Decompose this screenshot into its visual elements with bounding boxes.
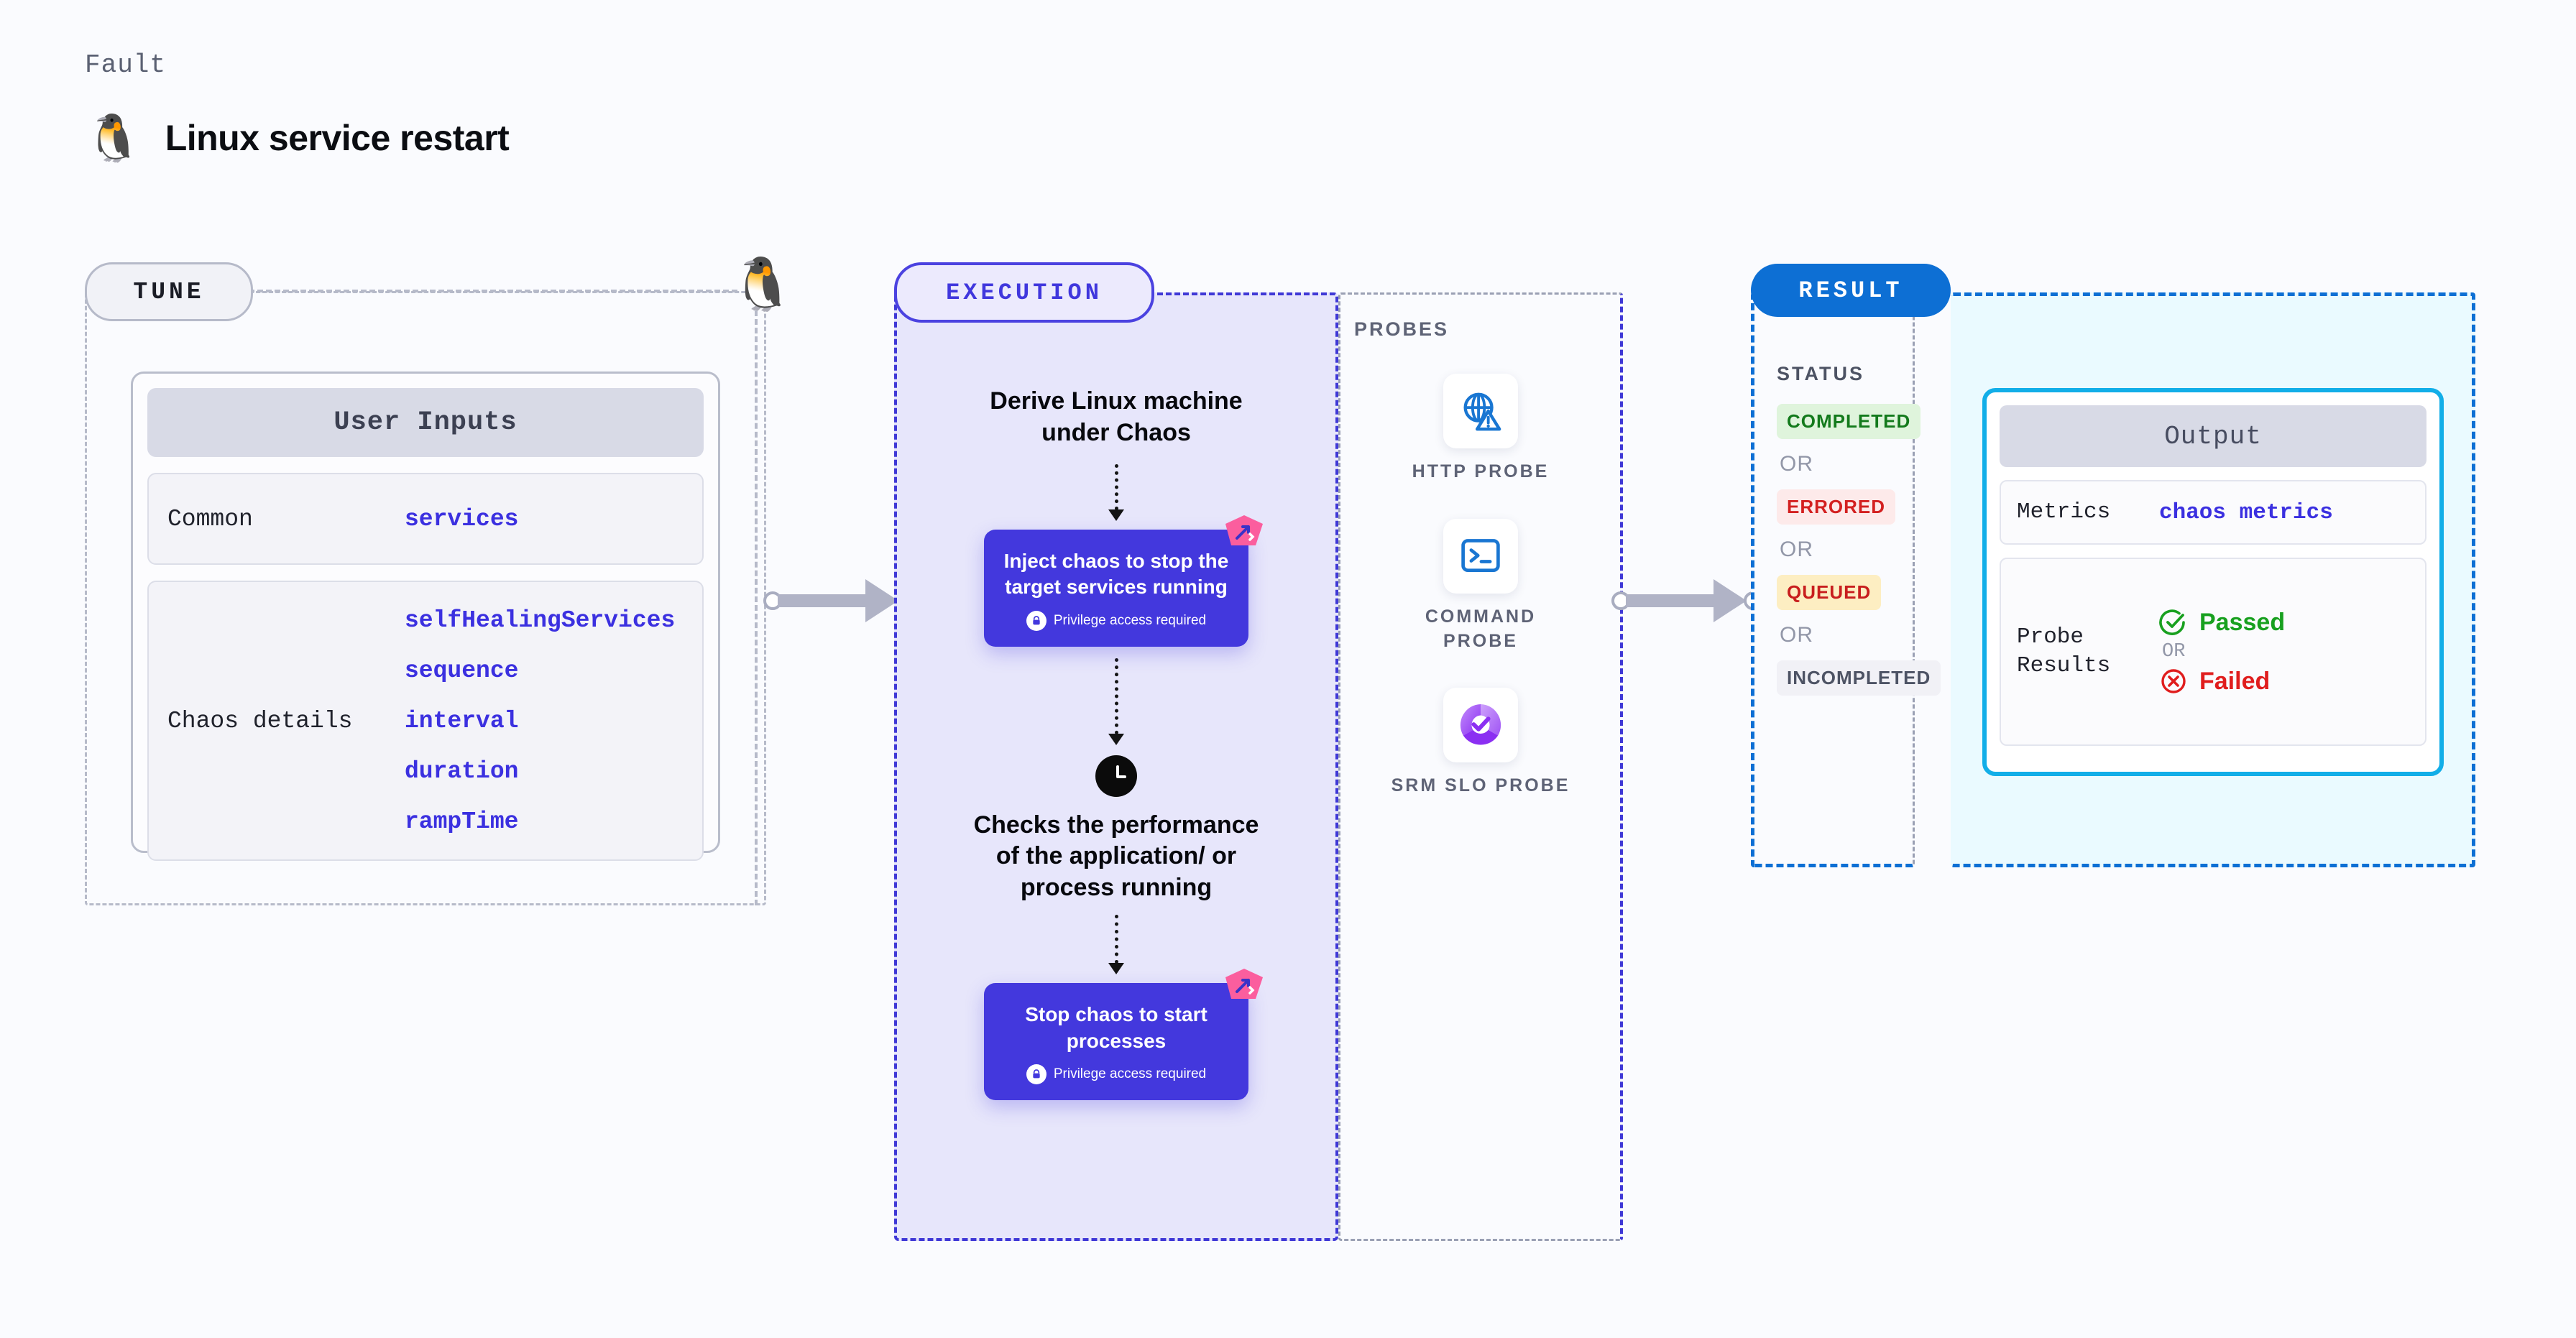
input-value[interactable]: sequence xyxy=(405,657,519,684)
execution-step-derive: Derive Linux machine under Chaos xyxy=(990,387,1243,446)
status-badge-errored[interactable]: ERRORED xyxy=(1777,489,1896,525)
linux-penguin-icon: 🐧 xyxy=(730,256,795,313)
probe-label: SRM SLO PROBE xyxy=(1391,775,1570,796)
terminal-icon xyxy=(1443,518,1518,594)
probe-label: HTTP PROBE xyxy=(1412,461,1550,481)
probes-list: HTTP PROBE COMMAND PROBE xyxy=(1338,374,1623,798)
or-separator: OR xyxy=(1780,623,1813,647)
chaos-box-title: Inject chaos to stop the target services… xyxy=(1003,550,1229,599)
input-value[interactable]: duration xyxy=(405,757,519,785)
output-row-key: Probe Results xyxy=(2017,624,2111,678)
tune-dashed-connector xyxy=(249,290,737,292)
slo-donut-check-icon xyxy=(1443,688,1518,763)
status-badge-incompleted[interactable]: INCOMPLETED xyxy=(1777,660,1941,696)
lock-icon xyxy=(1026,1064,1046,1085)
output-row-key: Metrics xyxy=(2017,499,2111,525)
probe-result-failed-label: Failed xyxy=(2199,667,2271,695)
output-title: Output xyxy=(2000,405,2426,467)
status-badge-completed[interactable]: COMPLETED xyxy=(1777,404,1921,439)
x-circle-icon xyxy=(2161,669,2186,693)
result-badge[interactable]: RESULT xyxy=(1751,264,1951,317)
user-inputs-card: User Inputs Common services Chaos detail… xyxy=(131,372,720,861)
or-separator: OR xyxy=(1780,537,1813,561)
connector-stem xyxy=(1626,594,1715,607)
input-value[interactable]: selfHealingServices xyxy=(405,606,676,634)
user-inputs-title: User Inputs xyxy=(147,388,704,457)
lock-icon xyxy=(1026,610,1046,631)
input-row-common[interactable]: Common services xyxy=(147,473,704,565)
connector-arrow-tune-to-execution xyxy=(763,579,914,622)
connector-arrowhead xyxy=(1714,579,1747,622)
flow-arrow xyxy=(1108,915,1124,975)
probes-section-label: PROBES xyxy=(1354,318,1450,340)
or-separator: OR xyxy=(2162,641,2186,663)
probe-result-passed[interactable]: Passed xyxy=(2159,608,2285,637)
output-card: Output Metrics chaos metrics Probe Resul… xyxy=(1982,388,2444,776)
chaos-box-title: Stop chaos to start processes xyxy=(1025,1003,1208,1052)
probe-item-http[interactable]: HTTP PROBE xyxy=(1387,374,1574,484)
globe-warning-icon xyxy=(1443,374,1518,448)
or-separator: OR xyxy=(1780,452,1813,476)
input-value[interactable]: interval xyxy=(405,707,519,734)
input-row-values: services xyxy=(405,506,518,532)
probe-result-failed[interactable]: Failed xyxy=(2159,667,2285,696)
output-row-value[interactable]: chaos metrics xyxy=(2159,499,2333,525)
probe-item-command[interactable]: COMMAND PROBE xyxy=(1387,518,1574,654)
probe-result-passed-label: Passed xyxy=(2199,608,2286,636)
input-row-chaos-details[interactable]: Chaos details selfHealingServices sequen… xyxy=(147,581,704,861)
tune-badge[interactable]: TUNE xyxy=(85,262,253,321)
input-value[interactable]: rampTime xyxy=(405,808,519,835)
input-value[interactable]: services xyxy=(405,505,519,532)
input-row-key: Chaos details xyxy=(167,707,353,734)
page-kicker: Fault xyxy=(85,50,167,80)
chaos-shuffle-icon xyxy=(1225,515,1263,546)
chaos-box-inject[interactable]: Inject chaos to stop the target services… xyxy=(984,515,1263,647)
clock-icon xyxy=(1095,755,1137,797)
connector-arrow-execution-to-result xyxy=(1611,579,1762,622)
probe-item-srm-slo[interactable]: SRM SLO PROBE xyxy=(1387,688,1574,798)
privilege-text: Privilege access required xyxy=(1053,612,1207,628)
probe-label: COMMAND PROBE xyxy=(1425,606,1537,651)
status-badge-queued[interactable]: QUEUED xyxy=(1777,575,1882,610)
probes-panel xyxy=(1338,292,1623,1241)
connector-stem xyxy=(778,594,867,607)
chaos-shuffle-icon xyxy=(1225,969,1263,1000)
privilege-row: Privilege access required xyxy=(1000,1064,1233,1085)
tune-panel-right-edge xyxy=(755,310,758,905)
flow-arrow xyxy=(1108,464,1124,522)
linux-penguin-icon: 🐧 xyxy=(85,112,142,164)
connector-arrowhead xyxy=(865,579,898,622)
flow-arrow xyxy=(1108,658,1124,745)
output-row-probe-results[interactable]: Probe Results Passed OR Failed xyxy=(2000,558,2426,746)
chaos-box-stop[interactable]: Stop chaos to start processes Privilege … xyxy=(984,969,1263,1101)
output-row-metrics[interactable]: Metrics chaos metrics xyxy=(2000,480,2426,545)
execution-badge[interactable]: EXECUTION xyxy=(894,262,1154,323)
page-title-row: 🐧 Linux service restart xyxy=(85,112,510,164)
page-title: Linux service restart xyxy=(165,118,510,158)
probe-result-options: Passed OR Failed xyxy=(2159,608,2285,696)
execution-flow: Derive Linux machine under Chaos Inject … xyxy=(894,292,1338,1241)
status-title: STATUS xyxy=(1777,363,1864,384)
status-column: STATUS COMPLETED OR ERRORED OR QUEUED OR… xyxy=(1777,363,1942,696)
execution-step-checks: Checks the performance of the applicatio… xyxy=(973,811,1259,901)
input-row-values: selfHealingServices sequence interval du… xyxy=(405,607,675,835)
privilege-text: Privilege access required xyxy=(1053,1066,1207,1082)
privilege-row: Privilege access required xyxy=(1000,610,1233,631)
input-row-key: Common xyxy=(167,505,253,532)
check-circle-icon xyxy=(2159,609,2185,635)
